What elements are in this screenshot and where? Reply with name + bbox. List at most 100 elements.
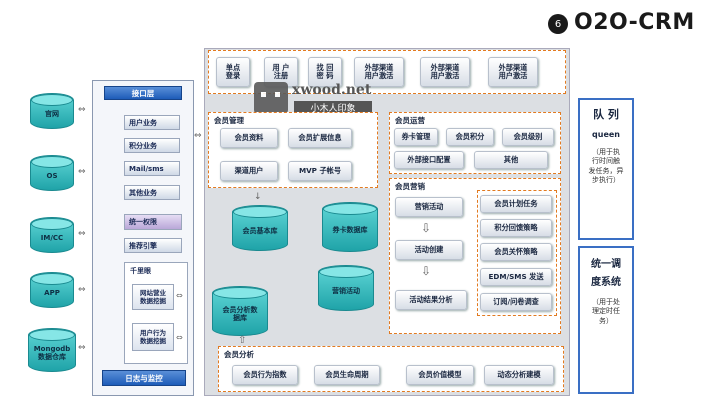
top-row-label: 用 户 注册 (272, 62, 290, 80)
robot-logo-icon (254, 82, 288, 114)
member-ops-title: 会员运营 (395, 116, 425, 125)
member-ops-label: 券卡管理 (401, 131, 431, 141)
member-mgmt-label: MVP 子帐号 (298, 165, 342, 175)
strategy-label: 积分回馈策略 (494, 222, 538, 232)
source-imcc-db: IM/CC (30, 217, 74, 253)
coupon-db: 券卡数据库 (322, 202, 378, 252)
member-plan-task-button[interactable]: 会员计划任务 (480, 195, 552, 213)
dynamic-modeling-button[interactable]: 动态分析建模 (484, 365, 554, 385)
down-arrow-icon: ⇩ (421, 264, 432, 278)
interface-layer-title-text: 接口层 (131, 88, 155, 98)
source-label: Mongodb 数据仓库 (33, 344, 71, 361)
top-row-label: 外部渠道 用户激活 (498, 62, 528, 80)
sso-login-button[interactable]: 单点 登录 (216, 57, 250, 87)
edm-sms-send-button[interactable]: EDM/SMS 发送 (480, 268, 552, 286)
slide-number-badge: 6 (548, 14, 568, 34)
schedule-box (578, 246, 634, 394)
source-label: IM/CC (40, 233, 64, 242)
channel-activate-button-2[interactable]: 外部渠道 用户激活 (420, 57, 470, 87)
recover-password-button[interactable]: 找 回 密 码 (308, 57, 342, 87)
lifecycle-button[interactable]: 会员生命周期 (314, 365, 380, 385)
log-monitor-label: 日志与监控 (125, 373, 163, 383)
queue-subtitle: queen (592, 130, 620, 139)
ops-other-button[interactable]: 其他 (474, 151, 548, 169)
top-row-label: 单点 登录 (225, 62, 241, 80)
interface-item-label: Mail/sms (129, 164, 164, 173)
double-arrow-icon: ⇔ (78, 229, 86, 239)
member-mgmt-title: 会员管理 (214, 116, 244, 125)
member-points-button[interactable]: 会员积分 (446, 128, 494, 146)
member-ops-label: 其他 (503, 154, 519, 164)
watermark-brand: xwood.net (292, 82, 372, 98)
activity-create-button[interactable]: 活动创建 (395, 240, 463, 260)
channel-activate-button-1[interactable]: 外部渠道 用户激活 (354, 57, 404, 87)
interface-item-label: 其他业务 (129, 188, 157, 197)
member-base-db: 会员基本库 (232, 205, 288, 251)
slide-number: 6 (554, 18, 562, 30)
eye-title: 千里眼 (130, 267, 151, 275)
member-mgmt-label: 会员扩展信息 (298, 132, 342, 142)
log-monitor-button[interactable]: 日志与监控 (102, 370, 186, 386)
strategy-label: EDM/SMS 发送 (488, 271, 544, 281)
survey-button[interactable]: 订阅/问卷调查 (480, 293, 552, 311)
interface-item-mail[interactable]: Mail/sms (124, 161, 180, 176)
queue-box (578, 98, 634, 240)
member-ops-label: 会员积分 (455, 131, 485, 141)
interface-layer-title: 接口层 (104, 86, 182, 100)
member-analysis-title: 会员分析 (224, 350, 254, 359)
double-arrow-icon: ⇔ (78, 167, 86, 177)
double-arrow-icon: ⇔ (194, 131, 202, 141)
double-arrow-icon: ⇔ (78, 285, 86, 295)
top-row-label: 外部渠道 用户激活 (364, 62, 394, 80)
unified-auth-button[interactable]: 统一权限 (124, 214, 182, 230)
queue-desc: （用于执 行时间触 发任务，异 步执行） (588, 148, 624, 185)
member-ops-label: 外部接口配置 (407, 154, 451, 164)
schedule-desc: （用于处 理定时任 务） (592, 298, 620, 325)
coupon-mgmt-button[interactable]: 券卡管理 (394, 128, 438, 146)
activity-result-button[interactable]: 活动结果分析 (395, 290, 467, 310)
recommend-engine-button[interactable]: 推荐引擎 (124, 238, 182, 253)
channel-user-button[interactable]: 渠道用户 (220, 161, 278, 181)
interface-item-points[interactable]: 积分业务 (124, 138, 180, 153)
interface-item-label: 用户业务 (129, 118, 157, 127)
analysis-label: 会员生命周期 (325, 369, 369, 379)
top-row-label: 外部渠道 用户激活 (430, 62, 460, 80)
source-os-db: OS (30, 155, 74, 191)
member-ext-info-button[interactable]: 会员扩展信息 (288, 128, 352, 148)
db-label: 会员分析数 据库 (222, 305, 258, 322)
robot-eye-icon (261, 92, 266, 97)
marketing-activity-db: 营销活动 (318, 265, 374, 311)
behavior-index-button[interactable]: 会员行为指数 (232, 365, 298, 385)
double-arrow-icon: ⇔ (78, 343, 86, 353)
recommend-engine-label: 推荐引擎 (129, 241, 157, 250)
queue-title: 队 列 (593, 108, 619, 121)
source-label: OS (46, 171, 58, 180)
member-care-button[interactable]: 会员关怀策略 (480, 243, 552, 261)
member-ops-label: 会员级别 (513, 131, 543, 141)
member-mgmt-label: 会员资料 (234, 132, 264, 142)
watermark-sub: 小木人印象 (294, 101, 372, 114)
analysis-label: 动态分析建模 (497, 369, 541, 379)
value-model-button[interactable]: 会员价值模型 (406, 365, 474, 385)
eye-item-site[interactable]: 网站营业 数据挖掘 (132, 284, 174, 310)
marketing-flow-label: 活动创建 (414, 244, 444, 254)
source-label: 官网 (45, 109, 59, 118)
member-profile-button[interactable]: 会员资料 (220, 128, 278, 148)
analysis-label: 会员行为指数 (243, 369, 287, 379)
strategy-label: 会员计划任务 (494, 198, 538, 208)
external-api-config-button[interactable]: 外部接口配置 (394, 151, 464, 169)
mvp-subaccount-button[interactable]: MVP 子帐号 (288, 161, 352, 181)
down-arrow-icon: ⇩ (421, 221, 432, 235)
double-arrow-icon: ⇔ (176, 291, 183, 300)
robot-eye-icon (275, 92, 280, 97)
interface-item-label: 积分业务 (129, 141, 157, 150)
member-level-button[interactable]: 会员级别 (502, 128, 554, 146)
member-analysis-db: 会员分析数 据库 (212, 286, 268, 336)
interface-item-other[interactable]: 其他业务 (124, 185, 180, 200)
points-feedback-button[interactable]: 积分回馈策略 (480, 219, 552, 237)
marketing-activity-button[interactable]: 营销活动 (395, 197, 463, 217)
interface-item-user[interactable]: 用户业务 (124, 115, 180, 130)
up-arrow-icon: ⇧ (238, 335, 247, 346)
eye-item-behavior[interactable]: 用户行为 数据挖掘 (132, 323, 174, 351)
channel-activate-button-3[interactable]: 外部渠道 用户激活 (488, 57, 538, 87)
